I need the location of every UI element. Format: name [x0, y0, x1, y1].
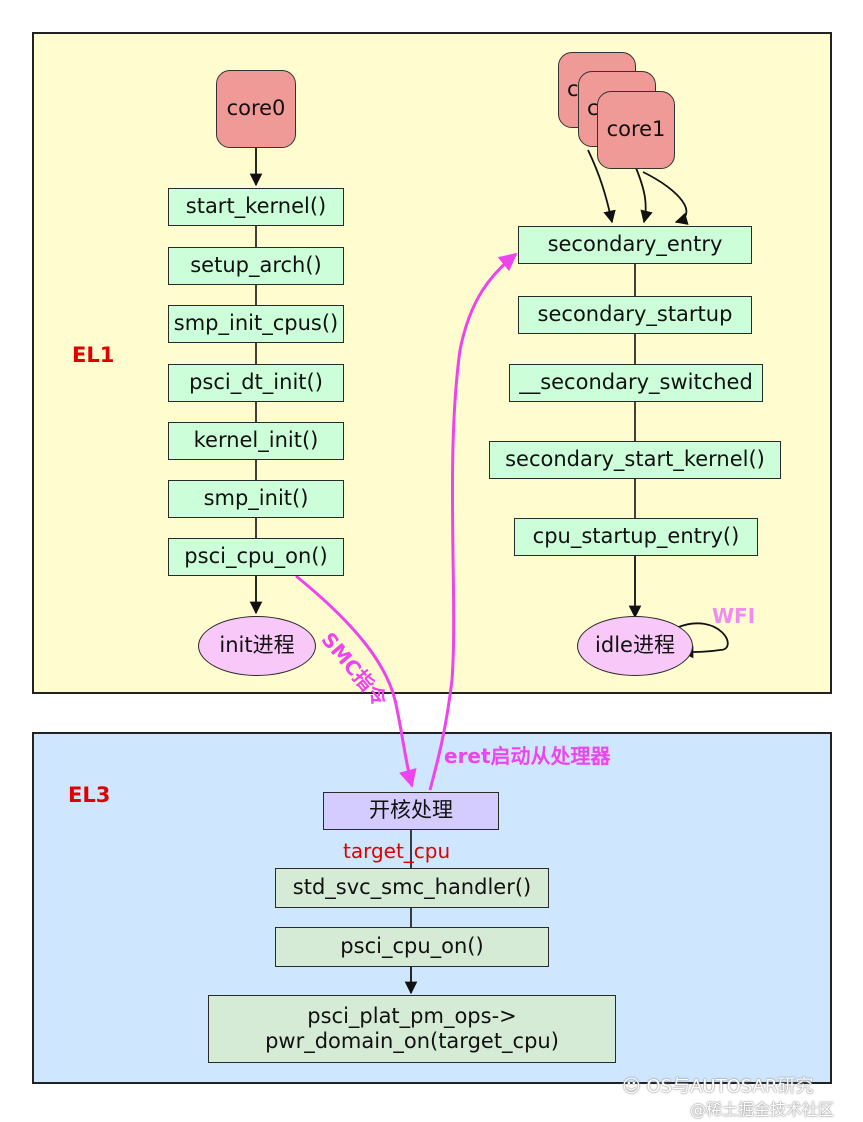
- el1-label: EL1: [72, 343, 115, 367]
- eret-label: eret启动从处理器: [444, 744, 611, 768]
- init-process-ellipse: init进程: [198, 616, 316, 676]
- secondary-start-kernel-box: secondary_start_kernel(): [489, 441, 781, 479]
- core1-box: core1: [597, 91, 675, 169]
- smp-init-cpus-box: smp_init_cpus(): [168, 305, 344, 343]
- boot-handler-box: 开核处理: [323, 792, 499, 830]
- watermark-text1: OS与AUTOSAR研究: [646, 1076, 814, 1097]
- std-svc-smc-handler-box: std_svc_smc_handler(): [275, 868, 549, 908]
- setup-arch-box: setup_arch(): [168, 247, 344, 285]
- secondary-switched-box: __secondary_switched: [509, 364, 763, 402]
- edge-core-a-secondary-entry: [587, 149, 616, 224]
- psci-cpu-on-box: psci_cpu_on(): [168, 538, 344, 576]
- core0-box: core0: [216, 70, 296, 148]
- el3-psci-cpu-on-box: psci_cpu_on(): [275, 927, 549, 967]
- pm-ops-box: psci_plat_pm_ops-> pwr_domain_on(target_…: [208, 995, 616, 1063]
- edge-smc: [295, 574, 417, 788]
- el1-region: [32, 32, 832, 694]
- smp-init-box: smp_init(): [168, 480, 344, 518]
- psci-dt-init-box: psci_dt_init(): [168, 364, 344, 402]
- kernel-init-box: kernel_init(): [168, 422, 344, 460]
- start-kernel-box: start_kernel(): [168, 188, 344, 226]
- edge-core-b-secondary-entry: [635, 167, 653, 224]
- edge-eret: [428, 252, 518, 791]
- secondary-startup-box: secondary_startup: [518, 296, 752, 334]
- target-cpu-label: target_cpu: [343, 839, 451, 863]
- wechat-icon: ☺: [622, 1076, 641, 1097]
- pm-ops-line2: pwr_domain_on(target_cpu): [265, 1029, 559, 1053]
- watermark-line1: ☺ OS与AUTOSAR研究: [622, 1072, 813, 1098]
- edge-core1-secondary-entry: [642, 171, 689, 225]
- wfi-label: WFI: [712, 604, 756, 628]
- edge-wfi-loop: [675, 622, 729, 659]
- el3-label: EL3: [68, 783, 111, 807]
- idle-process-ellipse: idle进程: [577, 616, 693, 676]
- cpu-startup-entry-box: cpu_startup_entry(): [514, 518, 758, 556]
- pm-ops-line1: psci_plat_pm_ops->: [307, 1003, 517, 1028]
- watermark-line2: @稀土掘金技术社区: [690, 1100, 835, 1119]
- secondary-entry-box: secondary_entry: [518, 226, 752, 264]
